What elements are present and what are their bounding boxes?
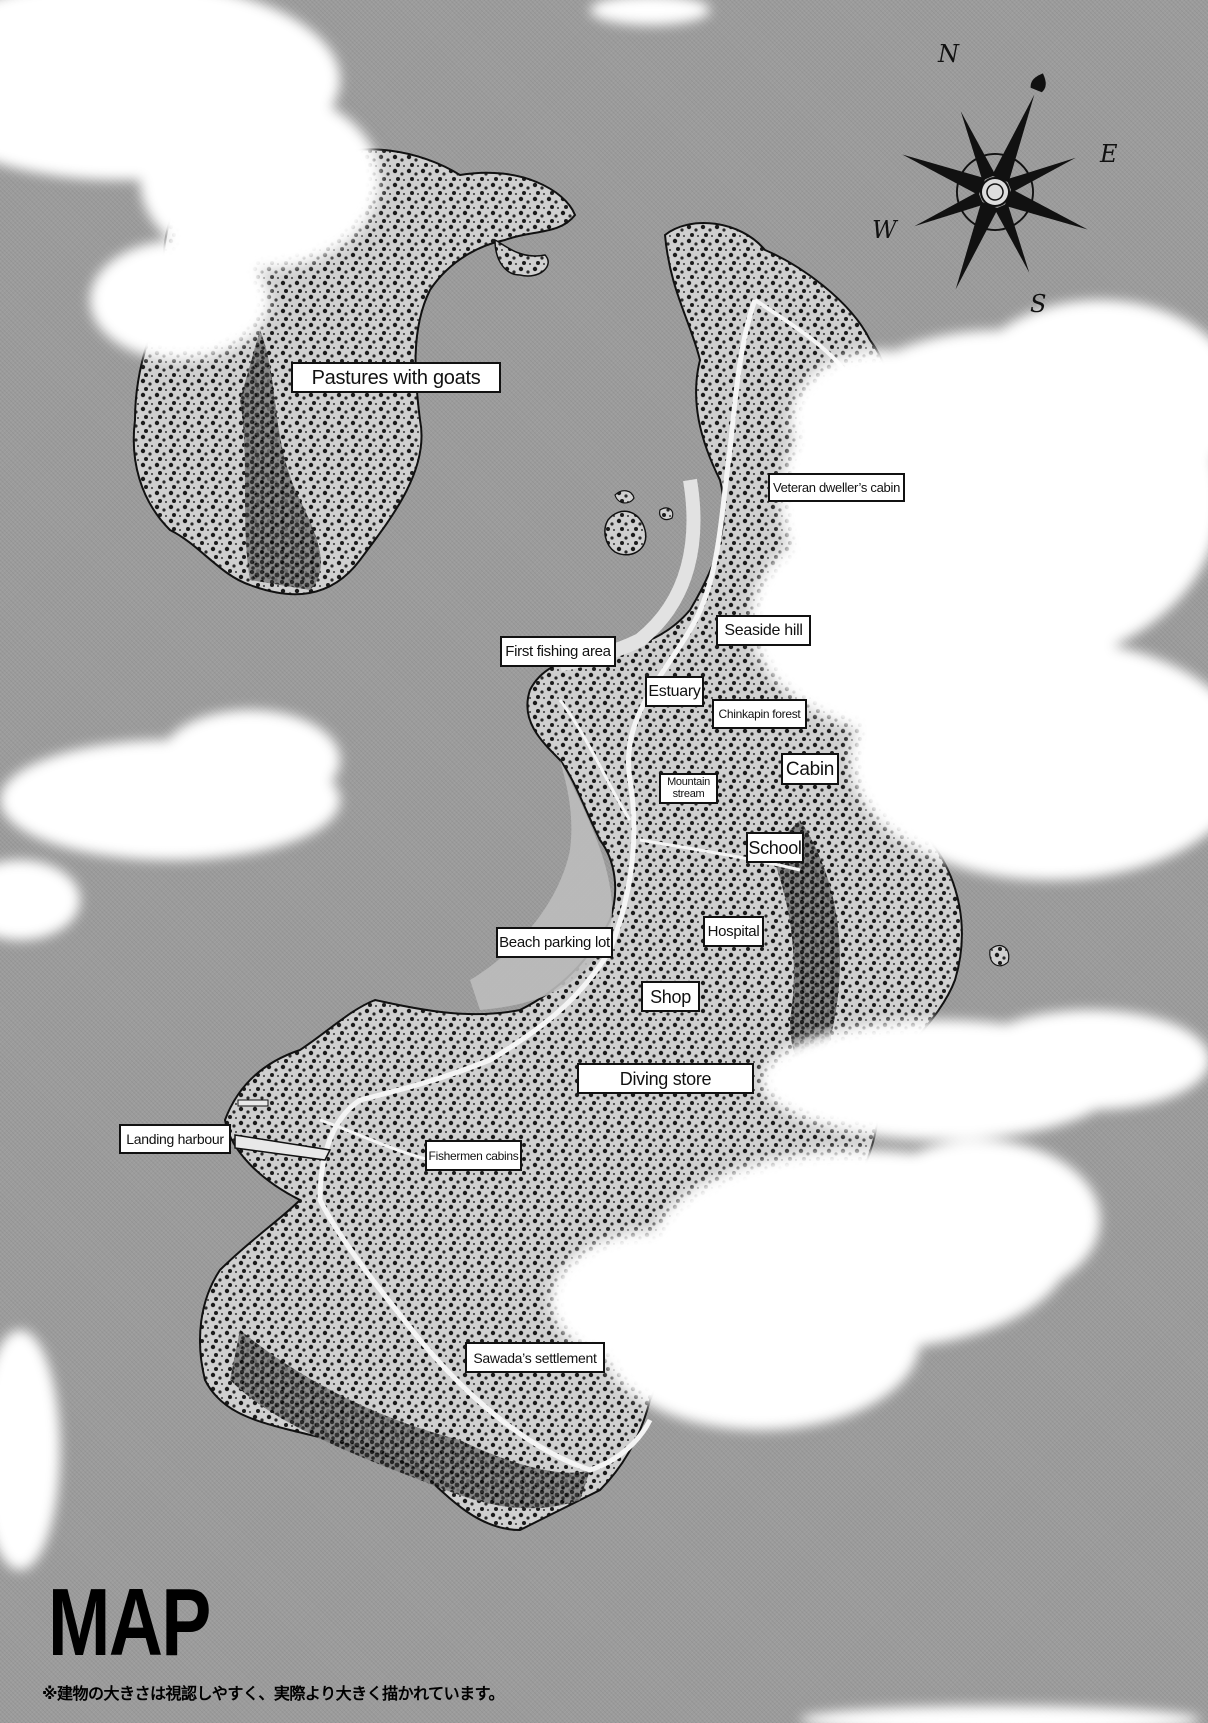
compass-south-label: S bbox=[1030, 290, 1046, 318]
label-estuary: Estuary bbox=[645, 676, 704, 707]
label-landing-harbour: Landing harbour bbox=[119, 1124, 231, 1154]
label-pastures-with-goats: Pastures with goats bbox=[291, 362, 501, 393]
label-sawadas-settlement: Sawada’s settlement bbox=[465, 1342, 605, 1373]
compass-west-label: W bbox=[872, 216, 899, 244]
label-seaside-hill: Seaside hill bbox=[716, 615, 811, 646]
compass-rose-icon bbox=[902, 73, 1088, 290]
label-beach-parking-lot: Beach parking lot bbox=[496, 927, 613, 958]
map-title: MAP bbox=[48, 1569, 211, 1676]
label-first-fishing-area: First fishing area bbox=[500, 636, 616, 667]
label-cabin: Cabin bbox=[781, 753, 839, 785]
compass-north-label: N bbox=[937, 40, 960, 68]
map-footnote: ※建物の大きさは視認しやすく、実際より大きく描かれています。 bbox=[42, 1684, 505, 1703]
label-mountain-stream: Mountain stream bbox=[659, 773, 718, 804]
label-shop: Shop bbox=[641, 981, 700, 1012]
label-school: School bbox=[746, 832, 804, 863]
label-veteran-dwellers-cabin: Veteran dweller’s cabin bbox=[768, 473, 905, 502]
label-fishermen-cabins: Fishermen cabins bbox=[425, 1140, 522, 1171]
label-hospital: Hospital bbox=[703, 916, 764, 947]
islets bbox=[604, 490, 1010, 967]
label-diving-store: Diving store bbox=[577, 1063, 754, 1094]
compass-east-label: E bbox=[1099, 140, 1118, 168]
label-chinkapin-forest: Chinkapin forest bbox=[712, 699, 807, 729]
